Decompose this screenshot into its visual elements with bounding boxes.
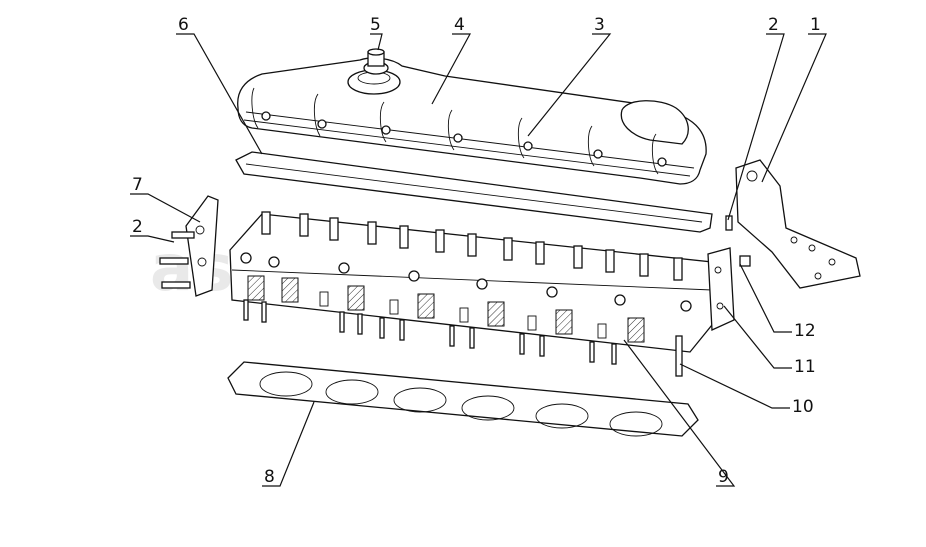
callout-11: 11	[794, 357, 816, 377]
callout-10: 10	[792, 397, 814, 417]
cylinder-head-gasket	[227, 361, 699, 437]
callout-9: 9	[718, 467, 729, 487]
callout-5: 5	[370, 15, 381, 35]
bracket-bolt-rear	[725, 215, 751, 267]
callout-12: 12	[794, 321, 816, 341]
valve-cover	[237, 57, 707, 185]
leader-lines	[130, 33, 827, 487]
bracket-bolts-front	[159, 231, 195, 289]
callout-1: 1	[810, 15, 821, 35]
valve-cover-gasket	[235, 151, 713, 233]
front-lifting-bracket	[185, 195, 219, 297]
callout-2-front: 2	[132, 217, 143, 237]
rear-cover-plate	[707, 247, 735, 331]
callout-7: 7	[132, 175, 143, 195]
rear-lifting-bracket	[735, 159, 861, 289]
oil-filler-cap	[363, 48, 389, 75]
callout-2-rear: 2	[768, 15, 779, 35]
head-stud	[675, 335, 683, 377]
callout-6: 6	[178, 15, 189, 35]
callout-labels: 1 2 3 4 5 6 7 2 8 9 10 11 12	[132, 15, 821, 487]
cylinder-head	[229, 211, 717, 365]
callout-8: 8	[264, 467, 275, 487]
callout-3: 3	[594, 15, 605, 35]
callout-4: 4	[454, 15, 465, 35]
